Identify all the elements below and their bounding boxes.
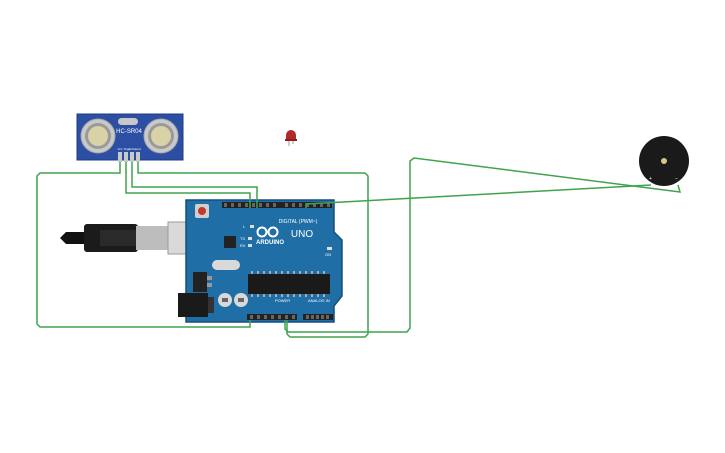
wire-trig[interactable] [125,162,251,208]
atmega-chip[interactable] [248,274,330,294]
voltage-regulator [193,272,207,292]
wire-buzzer-gnd[interactable] [284,157,682,333]
analog-label: ANALOG IN [308,298,330,303]
tx-label: TX [240,236,245,241]
piezo-buzzer[interactable]: + − [639,136,689,186]
crystal [212,260,240,270]
arduino-uno-board[interactable]: DIGITAL (PWM~) ARDUINO UNO L TX RX ON [185,199,343,323]
buzzer-minus-label: − [675,176,678,182]
arduino-logo-icon [256,226,279,238]
digital-label: DIGITAL (PWM~) [279,219,318,225]
brand-label: ARDUINO [256,240,284,246]
power-label: POWER [275,298,290,303]
wire-vcc[interactable] [36,162,251,328]
wire-buzzer-signal[interactable] [305,184,652,208]
power-jack[interactable] [178,293,214,317]
rx-label: RX [240,243,246,248]
ultrasonic-sensor[interactable]: HC-SR04 Vcc Trig Echo Gnd [76,113,184,162]
usb-chip [224,236,236,248]
buzzer-plus-label: + [649,176,652,182]
sensor-pin-label-trig: Trig [123,147,128,151]
sensor-pins [118,152,140,162]
wire-gnd[interactable] [137,162,369,338]
sensor-model-label: HC-SR04 [116,129,142,135]
l-label: L [243,224,246,229]
wires[interactable] [36,157,682,338]
wire-echo[interactable] [131,162,258,208]
red-led[interactable] [285,130,297,146]
digital-header-pins [224,203,330,207]
atmega-pins [251,271,325,297]
digital-header [222,202,332,208]
model-label: UNO [291,229,313,240]
on-label: ON [325,252,331,257]
sensor-pin-label-gnd: Gnd [135,147,141,151]
sensor-pin-label-echo: Echo [129,147,136,151]
sensor-pin-label-vcc: Vcc [117,147,123,151]
